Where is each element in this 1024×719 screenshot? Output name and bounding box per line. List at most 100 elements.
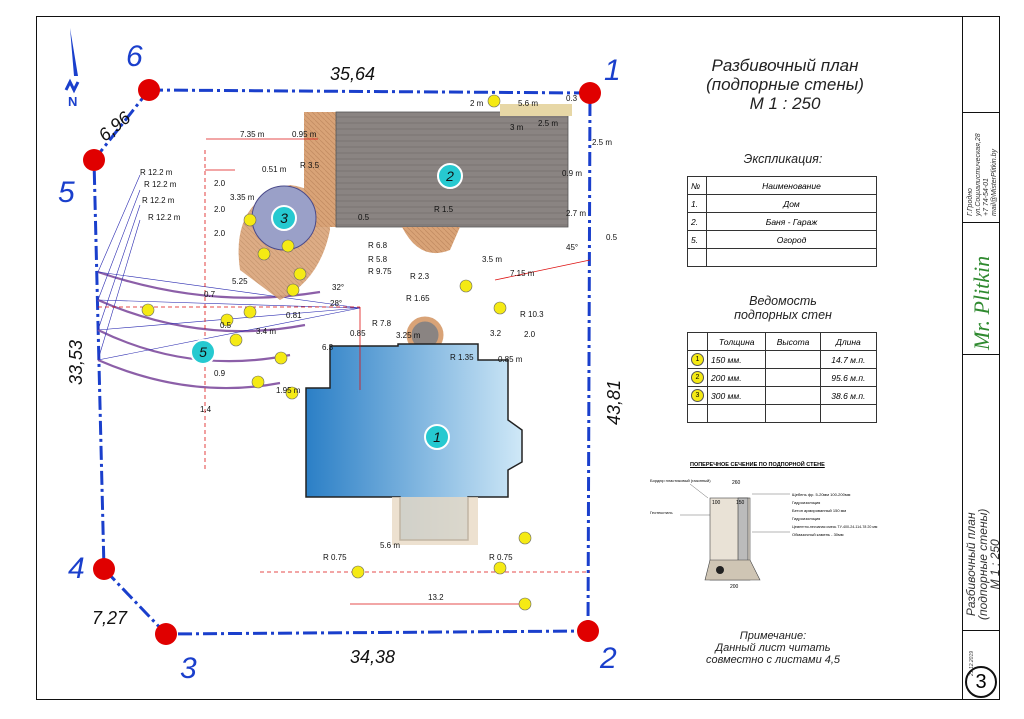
corner-label-3: 3 [180, 652, 197, 685]
table-cell: № [687, 176, 707, 195]
dim-text: 2.0 [214, 205, 226, 214]
table-cell [687, 332, 708, 351]
side-bottom-left-length: 7,27 [92, 608, 128, 628]
section-title: ПОПЕРЕЧНОЕ СЕЧЕНИЕ ПО ПОДПОРНОЙ СТЕНЕ [690, 462, 825, 468]
table-cell: 1. [687, 194, 707, 213]
wall-type-marker: 1 [691, 353, 704, 366]
dim-text: 0.7 [204, 290, 216, 299]
table-cell [819, 404, 878, 423]
corner-label-1: 1 [604, 54, 621, 87]
wall-type-marker: 3 [691, 389, 704, 402]
table-cell: 3 [687, 386, 708, 405]
dim-text: 5.25 [232, 277, 248, 286]
section-label: Щебень фр. 5-20мм 100-200мм [792, 492, 851, 497]
dim-text: 0.85 m [498, 355, 523, 364]
dim-text: 2.0 [524, 330, 536, 339]
note-line: совместно с листами 4,5 [705, 654, 841, 666]
zone-label-garden: 5 [199, 344, 207, 360]
wall-type-marker: 2 [691, 371, 704, 384]
table-cell [687, 404, 708, 423]
dim-text: R 1.65 [406, 294, 430, 303]
dim-text: 3.4 m [256, 327, 276, 336]
sheet-number: 3 [965, 666, 997, 698]
table-row: 2 200 мм. 95.6 м.п. [687, 368, 878, 387]
dim-text: 0.5 [220, 321, 232, 330]
dim-text: R 0.75 [489, 553, 513, 562]
drawing-title-line: (подпорные стены) [706, 75, 864, 94]
table-header: № Наименование [687, 176, 877, 195]
dim-text: 0.81 [286, 311, 302, 320]
dim-text: 3.35 m [230, 193, 255, 202]
stamp-address: Г.Гродно ул.Социалистическая,28 +7 74-54… [967, 133, 999, 216]
table-cell: 150 мм. [706, 350, 767, 369]
zone-label-bath: 2 [445, 168, 454, 184]
dim-text: 2 m [470, 99, 484, 108]
stamp-sheet-title: Разбивочный план (подпорные стены) М 1 :… [964, 509, 1002, 620]
dim-text: 0.3 [566, 94, 578, 103]
table-cell: 300 мм. [706, 386, 767, 405]
note: Примечание: Данный лист читать совместно… [688, 630, 858, 666]
table-cell: Толщина [706, 332, 767, 351]
explication-heading: Экспликация: [743, 152, 823, 166]
side-left-length: 33,53 [66, 340, 86, 385]
table-row [687, 404, 878, 423]
table-cell [706, 404, 767, 423]
dim-text: 7.35 m [240, 130, 265, 139]
dim-text: 5.6 m [380, 541, 400, 550]
section-label: Бордюр пластиковый (газонный) [650, 478, 711, 483]
table-cell: 14.7 м.п. [819, 350, 878, 369]
table-row: 5.Огород [687, 230, 877, 249]
dim-text: 1.4 [200, 405, 212, 414]
table-cell: Дом [706, 194, 877, 213]
table-cell [706, 248, 877, 267]
dim-text: R 1.5 [434, 205, 454, 214]
dim-text: 0.9 [214, 369, 226, 378]
corner-label-4: 4 [68, 552, 85, 585]
note-line: Примечание: [739, 630, 807, 642]
section-width: 150 [736, 500, 745, 506]
corner-label-6: 6 [126, 40, 143, 73]
table-header: Толщина Высота Длина [687, 332, 878, 351]
side-bottom-length: 34,38 [350, 647, 395, 667]
dim-text: 7.15 m [510, 269, 535, 278]
table-cell [765, 350, 821, 369]
table-row [687, 248, 877, 267]
section-label: Геотекстиль [650, 510, 673, 515]
dim-text: R 10.3 [520, 310, 544, 319]
construction-lines [98, 138, 591, 605]
table-cell: 95.6 м.п. [819, 368, 878, 387]
dim-text: 5.6 m [518, 99, 538, 108]
dim-text: 2.5 m [538, 119, 558, 128]
table-cell: 5. [687, 230, 707, 249]
stamp-address-line: Г.Гродно [967, 188, 974, 216]
table-cell [765, 368, 821, 387]
dim-text: 3 m [510, 123, 524, 132]
table-row: 3 300 мм. 38.6 м.п. [687, 386, 878, 405]
corner-label-2: 2 [599, 642, 617, 675]
dim-text: 0.51 m [262, 165, 287, 174]
dim-text: R 2.3 [410, 272, 430, 281]
dim-text: R 7.8 [372, 319, 392, 328]
brand-logo: Mr. Plitkin [969, 255, 994, 350]
dim-text: 2.0 [214, 179, 226, 188]
table-cell: 200 мм. [706, 368, 767, 387]
explication-table: № Наименование 1.Дом 2.Баня - Гараж 5.Ог… [687, 176, 877, 267]
dim-text: 13.2 [428, 593, 444, 602]
dim-text: R 12.2 m [140, 168, 173, 177]
dim-text: R 9.75 [368, 267, 392, 276]
dim-text: 28° [330, 299, 342, 308]
section-label: Гидроизоляция [792, 500, 820, 505]
walls-heading-line: Ведомость [749, 294, 817, 308]
zone-label-house: 1 [433, 429, 441, 445]
dim-text: R 0.75 [323, 553, 347, 562]
section-label: Гидроизоляция [792, 516, 820, 521]
section-label: Бетон армированный 150 мм [792, 508, 846, 513]
table-cell: Огород [706, 230, 877, 249]
table-cell [687, 248, 707, 267]
table-cell: Баня - Гараж [706, 212, 877, 231]
section-width: 100 [712, 500, 721, 506]
dim-text: 0.95 m [292, 130, 317, 139]
dim-text: 1.95 m [276, 386, 301, 395]
dim-text: 32° [332, 283, 344, 292]
dim-text: 6.3 [322, 343, 334, 352]
